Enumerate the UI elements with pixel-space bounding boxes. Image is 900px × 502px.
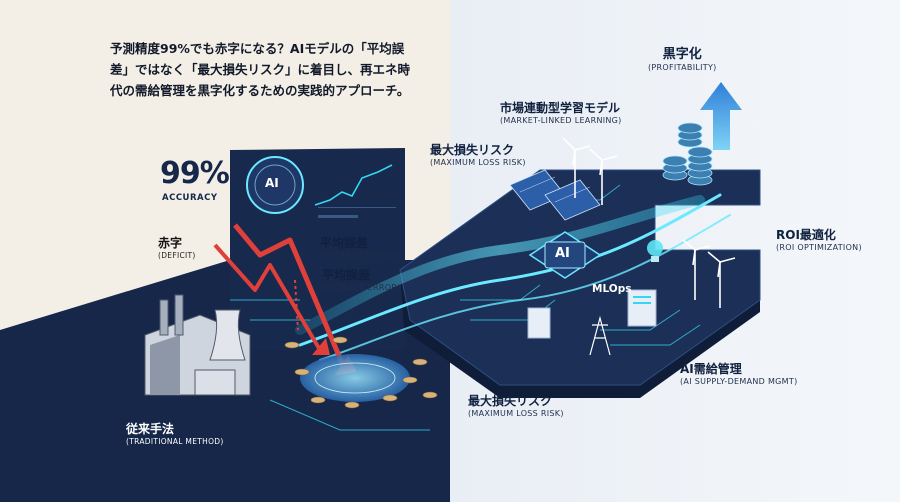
max-loss-bottom-jp: 最大損失リスク xyxy=(468,394,553,408)
profitability-en: (PROFITABILITY) xyxy=(648,63,717,72)
market-learning-en: (MARKET-LINKED LEARNING) xyxy=(500,116,622,125)
factory-icon xyxy=(144,294,251,396)
roi-label: ROI最適化 (ROI OPTIMIZATION) xyxy=(776,228,862,253)
deficit-en: (DEFICIT) xyxy=(158,251,196,260)
mlops-label: MLOps xyxy=(592,283,632,295)
data-flow-stream xyxy=(295,193,731,361)
average-error-2-jp: 平均誤差 xyxy=(322,268,371,282)
max-loss-top-jp: 最大損失リスク xyxy=(430,143,515,157)
average-error-1-en: (AVERAGE ERROR) xyxy=(320,251,399,260)
profitability-jp: 黒字化 xyxy=(662,47,702,62)
circuit-lines xyxy=(230,184,701,431)
accuracy-label: ACCURACY xyxy=(162,193,218,203)
ai-chip xyxy=(528,231,602,279)
power-tower-icon xyxy=(589,315,611,356)
roi-en: (ROI OPTIMIZATION) xyxy=(776,243,862,252)
max-loss-risk-label-top: 最大損失リスク (MAXIMUM LOSS RISK) xyxy=(430,143,526,168)
max-loss-top-en: (MAXIMUM LOSS RISK) xyxy=(430,158,526,167)
profit-coin-stacks xyxy=(662,122,713,186)
roi-jp: ROI最適化 xyxy=(776,228,836,242)
accuracy-value: 99% xyxy=(160,156,230,191)
average-error-1-jp: 平均誤差 xyxy=(320,236,369,250)
server-racks-icon xyxy=(527,289,657,339)
wind-turbines-icon xyxy=(562,137,736,308)
loss-water-pool xyxy=(300,354,410,402)
market-learning-jp: 市場連動型学習モデル xyxy=(500,101,621,115)
traditional-en: (TRADITIONAL METHOD) xyxy=(126,437,224,446)
deficit-jp: 赤字 xyxy=(158,236,183,250)
traditional-method-label: 従来手法 (TRADITIONAL METHOD) xyxy=(126,420,224,446)
profitability-label: 黒字化 (PROFITABILITY) xyxy=(648,48,717,73)
intro-text: 予測精度99%でも赤字になる？AIモデルの「平均誤差」ではなく「最大損失リスク」… xyxy=(110,41,411,98)
average-error-label-2: 平均誤差 (AVERAGE ERROR) xyxy=(322,268,401,293)
average-error-2-en: (AVERAGE ERROR) xyxy=(322,283,401,292)
ai-supply-demand-label: AI需給管理 (AI SUPPLY-DEMAND MGMT) xyxy=(680,362,798,387)
profit-up-arrow xyxy=(700,82,742,150)
max-loss-bottom-en: (MAXIMUM LOSS RISK) xyxy=(468,409,564,418)
market-learning-label: 市場連動型学習モデル (MARKET-LINKED LEARNING) xyxy=(500,101,622,126)
ai-supply-jp: AI需給管理 xyxy=(680,362,742,376)
max-loss-risk-label-bottom: 最大損失リスク (MAXIMUM LOSS RISK) xyxy=(468,394,564,419)
average-error-label-1: 平均誤差 (AVERAGE ERROR) xyxy=(320,236,399,261)
deficit-label: 赤字 (DEFICIT) xyxy=(158,236,196,261)
sunken-coins xyxy=(284,336,438,409)
traditional-jp: 従来手法 xyxy=(126,422,175,436)
ai-brain-icon xyxy=(246,156,304,214)
lightbulb-icon xyxy=(647,240,663,262)
right-platform xyxy=(399,169,761,398)
ai-brain-label: AI xyxy=(265,176,279,190)
solar-panels-icon xyxy=(509,169,601,221)
ai-supply-en: (AI SUPPLY-DEMAND MGMT) xyxy=(680,377,798,386)
dashboard-chart xyxy=(314,164,396,218)
ai-chip-label: AI xyxy=(555,246,570,261)
